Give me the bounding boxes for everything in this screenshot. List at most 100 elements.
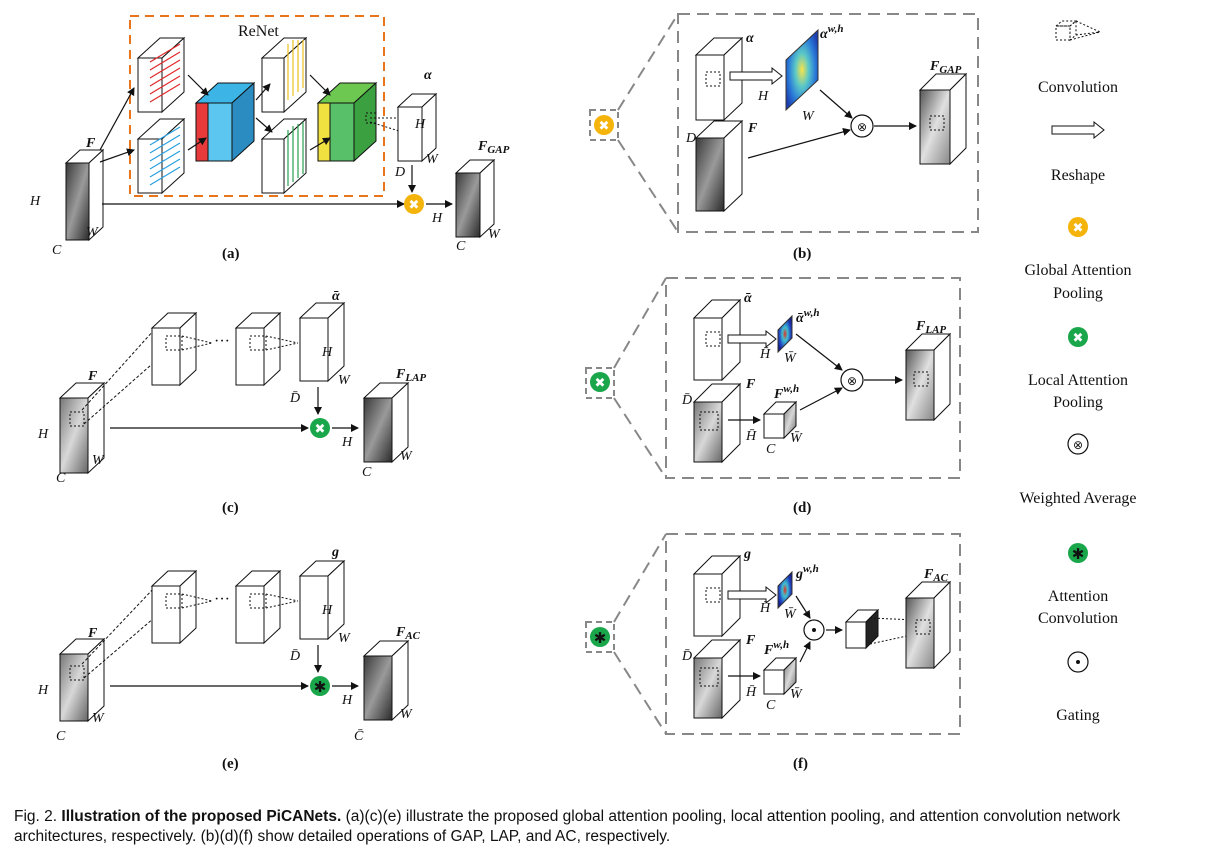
- label-W-b: W: [802, 109, 815, 124]
- label-out-W-c: W: [400, 449, 413, 464]
- legend-gap-line1: Global Attention: [1024, 262, 1131, 279]
- conv-block-1-e: [150, 569, 213, 645]
- label-g-wh-f: gw,h: [795, 563, 819, 582]
- label-out-C-e: C̄: [354, 729, 364, 744]
- legend-ac-line2: Convolution: [1038, 610, 1118, 627]
- label-g-W-e: W: [338, 631, 351, 646]
- label-alpha-H: H: [414, 117, 426, 132]
- label-out-W-e: W: [400, 707, 413, 722]
- label-alpha: α: [424, 68, 432, 83]
- label-g-H-e: H: [321, 603, 333, 618]
- label-F-d: F: [745, 377, 756, 392]
- svg-text:✖: ✖: [595, 376, 606, 391]
- label-Hs-d: H̄: [759, 347, 771, 362]
- svg-text:✱: ✱: [314, 678, 327, 696]
- legend-gating: Gating: [1056, 707, 1100, 724]
- renet-concat-2: [316, 81, 378, 163]
- label-g-f: g: [743, 547, 751, 562]
- alpha-map-b: [785, 28, 819, 112]
- label-Wc-d: W̄: [790, 431, 803, 446]
- label-F-b: F: [747, 121, 758, 136]
- label-out-C-c: C: [362, 465, 372, 480]
- ac-legend-icon: ✱: [1068, 543, 1088, 563]
- feature-block-F-c: [58, 381, 106, 475]
- panel-a: ReNet F H C W: [29, 15, 510, 262]
- label-D-f: D̄: [681, 649, 692, 664]
- gating-icon-f: [803, 619, 825, 641]
- label-D-c: D̄: [289, 391, 300, 406]
- svg-text:✖: ✖: [315, 422, 326, 437]
- label-F-e: F: [87, 626, 98, 641]
- gated-feature-cube-f: [844, 608, 880, 650]
- legend-weighted-average: Weighted Average: [1019, 490, 1136, 507]
- ac-op-icon-e: ✱: [310, 676, 330, 696]
- weighted-average-icon-d: ⊗: [840, 368, 864, 392]
- alpha-map-d: [777, 314, 793, 354]
- caption-prefix: Fig. 2.: [14, 808, 58, 825]
- label-W: W: [86, 225, 99, 240]
- label-Flap-c: FLAP: [395, 367, 426, 384]
- label-Ws-f: W̄: [784, 607, 797, 622]
- label-D-b: D: [685, 131, 696, 146]
- label-alpha-wh-d: ᾱw,h: [796, 307, 820, 326]
- local-feature-cube-d: [762, 400, 798, 440]
- panel-d: ✖ ᾱ ᾱw,h H̄ W̄ D̄ F H̄: [585, 277, 961, 516]
- alpha-block: [396, 92, 438, 163]
- renet-vertical-green: [260, 117, 308, 195]
- label-Flap-d: FLAP: [915, 319, 946, 336]
- panel-b: ✖ α D αw,h H W F ⊗: [589, 13, 979, 262]
- label-Fgap-b: FGAP: [929, 59, 962, 76]
- label-alpha-W: W: [426, 152, 439, 167]
- ac-icon-f: ✱: [590, 627, 610, 647]
- label-D: D: [394, 165, 405, 180]
- panel-label-d: (d): [793, 500, 811, 516]
- renet-horizontal-blue: [136, 117, 186, 195]
- panel-label-c: (c): [222, 500, 239, 516]
- label-Hs-f: H̄: [759, 601, 771, 616]
- gap-legend-icon: ✖: [1068, 217, 1088, 237]
- feature-block-F: [64, 148, 105, 242]
- label-g-e: g: [331, 545, 339, 560]
- legend-gap-line2: Pooling: [1053, 285, 1103, 302]
- panel-c: F H C W ··· ᾱ H W D̄: [37, 289, 426, 516]
- legend-lap-line1: Local Attention: [1028, 372, 1128, 389]
- label-C-e: C: [56, 729, 66, 744]
- label-alpha-b: α: [746, 31, 754, 46]
- label-F-f: F: [745, 633, 756, 648]
- svg-text:⊗: ⊗: [857, 120, 867, 134]
- weighted-average-icon-b: ⊗: [850, 114, 874, 138]
- renet-horizontal-red: [136, 36, 186, 114]
- figure-caption: Fig. 2. Illustration of the proposed PiC…: [14, 807, 1194, 847]
- label-C: C: [52, 243, 62, 258]
- label-alpha-c: ᾱ: [332, 289, 340, 304]
- label-F: F: [85, 136, 96, 151]
- output-block-Flap-c: [362, 381, 410, 464]
- label-alpha-d: ᾱ: [744, 291, 752, 306]
- gap-op-icon: ✖: [404, 194, 424, 214]
- svg-text:✱: ✱: [594, 629, 607, 647]
- label-D-e: D̄: [289, 649, 300, 664]
- svg-text:✖: ✖: [1073, 331, 1084, 346]
- conv-block-2-c: [234, 311, 299, 387]
- output-block-Fac-f: [904, 580, 952, 670]
- label-Fgap: FGAP: [477, 139, 510, 156]
- legend: Convolution Reshape ✖ Global Attention P…: [1019, 19, 1137, 724]
- label-Fwh-d: Fw,h: [773, 383, 799, 402]
- svg-text:⊗: ⊗: [847, 374, 857, 388]
- label-alpha-wh-b: αw,h: [820, 23, 844, 42]
- label-Ws-d: W̄: [784, 351, 797, 366]
- label-out-H: H: [431, 211, 443, 226]
- label-out-H-c: H: [341, 435, 353, 450]
- renet-concat-1: [194, 81, 256, 163]
- gating-legend-icon: [1067, 651, 1089, 673]
- label-Wc-f: W̄: [790, 687, 803, 702]
- alpha-block-c: [298, 301, 346, 383]
- svg-text:✖: ✖: [599, 119, 610, 134]
- legend-convolution: Convolution: [1038, 79, 1118, 96]
- caption-body: (a)(c)(e) illustrate the proposed global…: [14, 808, 1121, 845]
- label-W-c: W: [92, 453, 105, 468]
- svg-text:⊗: ⊗: [1073, 438, 1083, 452]
- svg-text:✱: ✱: [1072, 545, 1085, 563]
- weighted-average-legend-icon: ⊗: [1067, 433, 1089, 455]
